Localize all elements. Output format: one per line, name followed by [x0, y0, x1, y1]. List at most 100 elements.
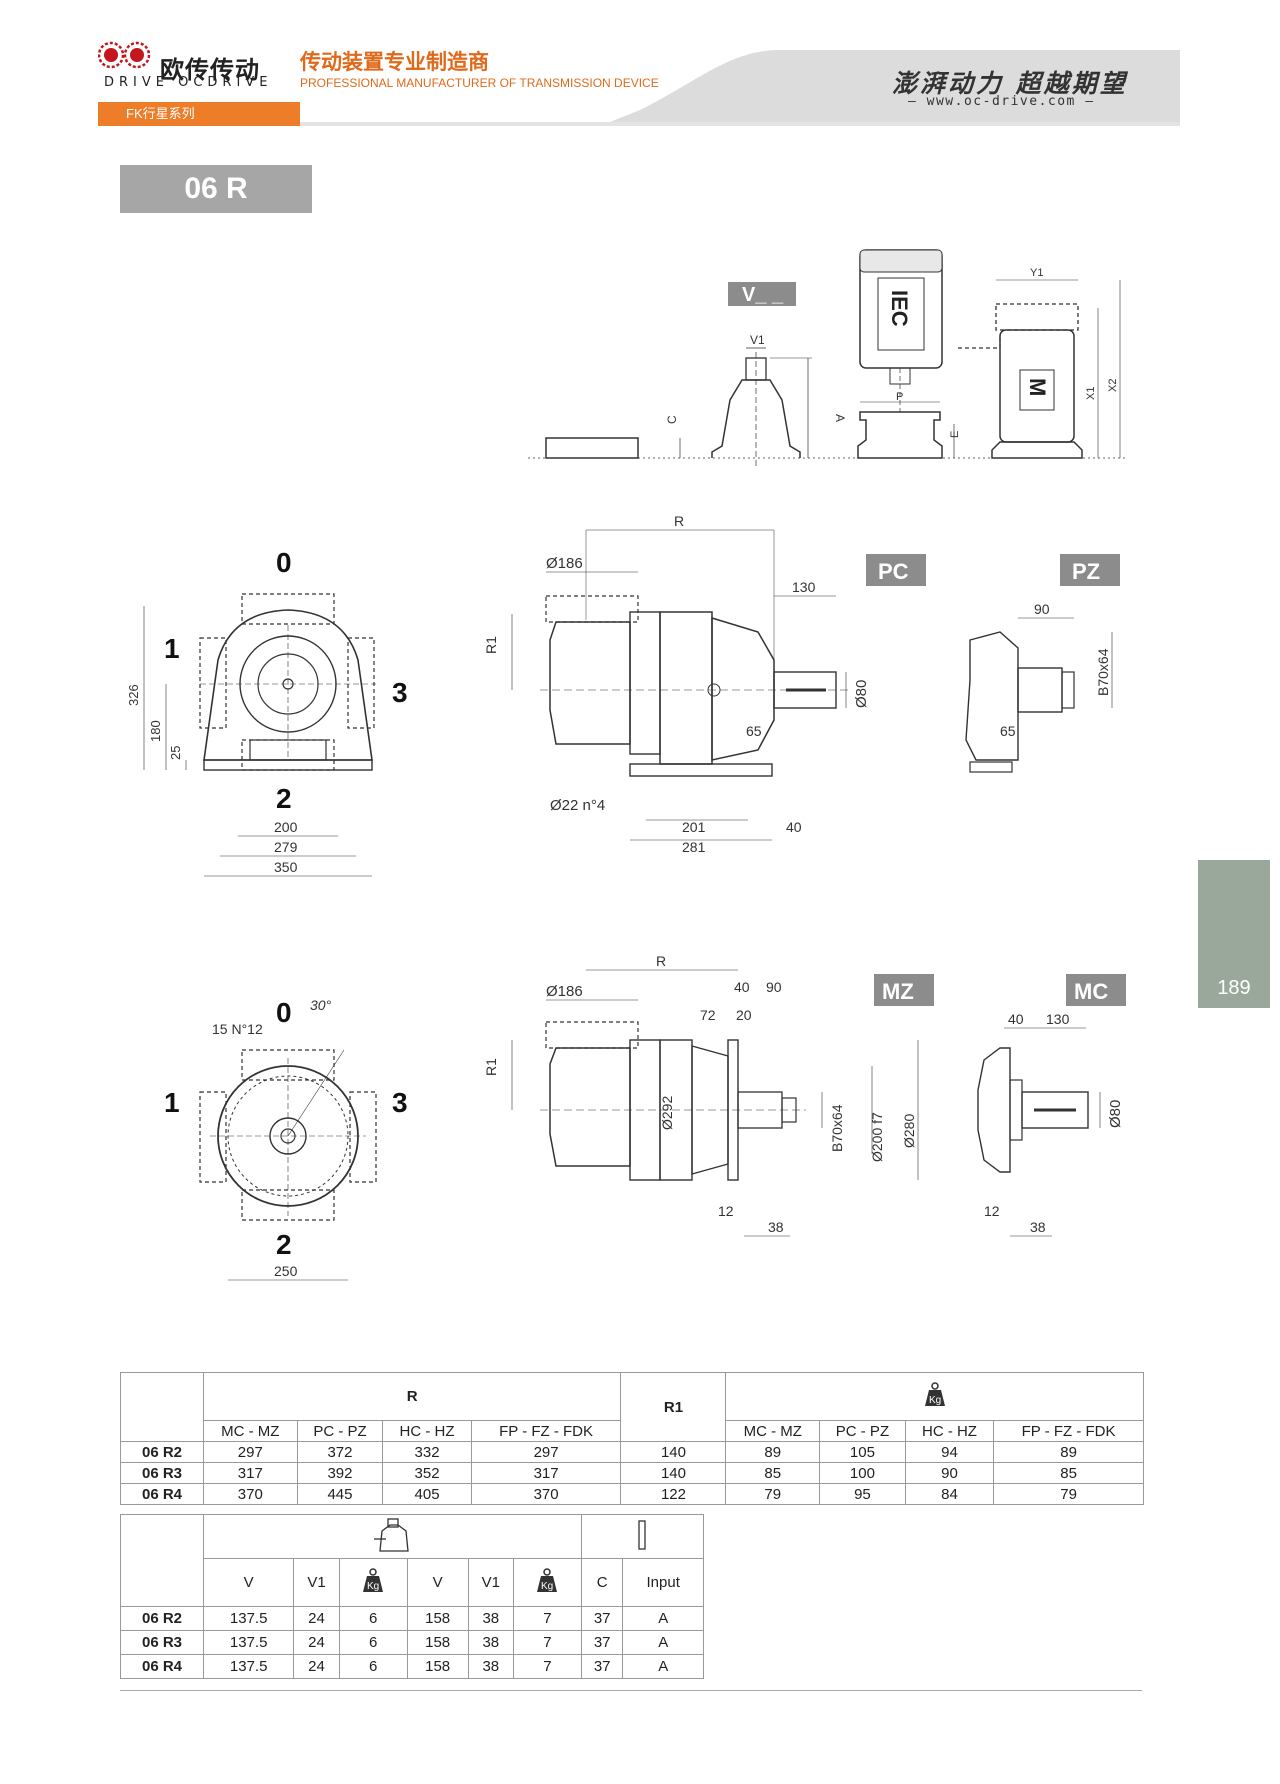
header-band — [300, 50, 1180, 126]
row-model: 06 R4 — [120, 1483, 204, 1505]
dim-90-mz: 90 — [766, 979, 782, 995]
cell: 7 — [513, 1630, 582, 1655]
dim-y1: Y1 — [1030, 267, 1043, 279]
website-text: www.oc-drive.com — [926, 94, 1076, 109]
input-options-drawing: V_ _ V1 C A IEC P E M Y1 — [528, 249, 1128, 466]
table1-header-8: FP - FZ - FDK — [993, 1420, 1144, 1442]
dim-x1: X1 — [1085, 387, 1097, 400]
table1-group-r: R — [202, 1372, 622, 1421]
pc-badge — [866, 554, 926, 586]
cell: 332 — [382, 1441, 472, 1463]
mc-badge-text: MC — [1074, 979, 1108, 1004]
dim-b70-pz: B70x64 — [1095, 648, 1111, 696]
table1-header-7: HC - HZ — [904, 1420, 995, 1442]
table1-header-3: FP - FZ - FDK — [470, 1420, 622, 1442]
row-model: 06 R3 — [120, 1462, 204, 1484]
dim-350: 350 — [274, 859, 298, 875]
m-label: M — [1025, 378, 1050, 396]
table1-corner — [120, 1372, 204, 1442]
cell: 297 — [203, 1441, 298, 1463]
pc-side-view: R Ø186 130 R1 Ø80 65 Ø22 n°4 201 281 40 … — [483, 513, 1120, 855]
brand-name-en: DRIVE OCDRIVE — [104, 75, 273, 90]
weight-icon-label: Kg — [929, 1395, 941, 1406]
pz-badge — [1060, 554, 1120, 586]
table2-group-c — [580, 1514, 705, 1559]
mz-pos-1: 1 — [164, 1087, 180, 1118]
dim-72: 72 — [700, 1007, 716, 1023]
cell: 85 — [993, 1462, 1144, 1484]
slogan: 澎湃动力 超越期望 — [892, 69, 1128, 98]
dimensions-table: R R1 Kg MC - MZ PC - PZ HC - HZ FP - FZ … — [120, 1372, 1144, 1505]
table1-header-6: PC - PZ — [819, 1420, 906, 1442]
cell: 405 — [382, 1483, 472, 1505]
mz-pos-2: 2 — [276, 1229, 292, 1260]
cell: 84 — [904, 1483, 995, 1505]
cell: 352 — [382, 1462, 472, 1484]
table-row: 06 R4 370 445 405 370 122 79 95 84 79 — [120, 1483, 1144, 1505]
mz-badge — [874, 974, 934, 1006]
dim-40-pc: 40 — [786, 819, 802, 835]
website-link[interactable]: — www.oc-drive.com — — [908, 94, 1095, 109]
dim-r1-pc: R1 — [483, 636, 499, 654]
dim-90-pz: 90 — [1034, 601, 1050, 617]
cell: 317 — [470, 1462, 622, 1484]
dim-180: 180 — [148, 720, 163, 742]
dim-c: C — [665, 415, 679, 424]
mz-front-view: 30° 15 N°12 0 1 2 3 250 — [164, 997, 408, 1281]
cell: 297 — [470, 1441, 622, 1463]
pz-badge-text: PZ — [1072, 559, 1100, 584]
iec-label: IEC — [887, 290, 912, 327]
dim-v1-top: V1 — [750, 333, 765, 347]
mz-pos-0: 0 — [276, 997, 292, 1028]
dim-12-mz: 12 — [718, 1203, 734, 1219]
cell: 137.5 — [202, 1630, 295, 1655]
table1-group-weight: Kg — [725, 1372, 1144, 1421]
table2-corner — [120, 1514, 204, 1607]
dim-326: 326 — [126, 684, 141, 706]
dim-holes: 15 N°12 — [212, 1021, 263, 1037]
cell: 7 — [513, 1606, 582, 1631]
cell: 6 — [338, 1654, 408, 1679]
tagline-en: PROFESSIONAL MANUFACTURER OF TRANSMISSIO… — [300, 76, 659, 90]
cell: 38 — [467, 1654, 515, 1679]
mz-badge-text: MZ — [882, 979, 914, 1004]
table2-header-v1-b: V1 — [467, 1558, 515, 1607]
cell: A — [622, 1654, 704, 1679]
cell: 6 — [338, 1606, 408, 1631]
cell: 95 — [819, 1483, 906, 1505]
table-row: 06 R2 137.5 24 6 158 38 7 37 A — [120, 1606, 704, 1631]
cell: 90 — [904, 1462, 995, 1484]
cell: 100 — [819, 1462, 906, 1484]
page-tab: 189 — [1198, 860, 1270, 1008]
dim-279: 279 — [274, 839, 298, 855]
dim-130: 130 — [792, 579, 816, 595]
table2-header-v-b: V — [406, 1558, 469, 1607]
pc-badge-text: PC — [878, 559, 909, 584]
dim-12-mc: 12 — [984, 1203, 1000, 1219]
pc-pos-3: 3 — [392, 677, 408, 708]
cell: 137.5 — [202, 1606, 295, 1631]
technical-drawings: V_ _ V1 C A IEC P E M Y1 — [126, 249, 1128, 1281]
cell: 158 — [406, 1654, 469, 1679]
dim-200: 200 — [274, 819, 298, 835]
dim-r-pc: R — [674, 513, 684, 529]
dim-phi22: Ø22 n°4 — [550, 797, 605, 814]
cell: 6 — [338, 1630, 408, 1655]
dim-p: P — [896, 391, 903, 403]
input-flange-icon — [372, 1517, 412, 1557]
pc-pos-2: 2 — [276, 783, 292, 814]
table1-header-1: PC - PZ — [296, 1420, 384, 1442]
row-model: 06 R2 — [120, 1441, 204, 1463]
row-model: 06 R2 — [120, 1606, 204, 1631]
dim-phi80-mc: Ø80 — [1107, 1100, 1124, 1128]
dim-25: 25 — [168, 746, 183, 760]
dim-40-mz: 40 — [734, 979, 750, 995]
cell: 85 — [725, 1462, 821, 1484]
weight-icon-label: Kg — [367, 1581, 379, 1592]
page-number: 189 — [1217, 977, 1251, 999]
dim-a: A — [833, 414, 847, 422]
dim-b70-mz: B70x64 — [829, 1104, 845, 1152]
table1-header-0: MC - MZ — [203, 1420, 298, 1442]
dim-phi200: Ø200 f7 — [869, 1112, 885, 1162]
model-title: 06 R — [120, 165, 312, 213]
